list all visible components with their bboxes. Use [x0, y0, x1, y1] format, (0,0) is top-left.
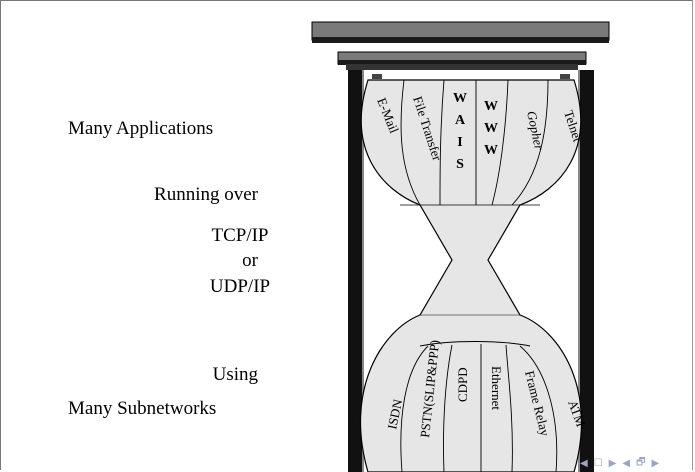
app-label-www: W W W [484, 99, 498, 158]
app-label-wais: W A I S [453, 91, 467, 172]
slide-navigation: ◀ ☐ ▶ ◀ 🗗 ▶ [580, 455, 695, 472]
label-or: or [242, 250, 258, 271]
post-left-outer [348, 70, 362, 472]
upper-divider-1 [400, 79, 421, 206]
cap-peg-right [560, 74, 570, 79]
svg-text:W: W [484, 121, 498, 136]
svg-text:W: W [484, 99, 498, 114]
cap-peg-left [372, 74, 382, 79]
nav-next-icon[interactable]: ▶ [608, 458, 617, 469]
net-label-ethernet: Ethernet [489, 366, 504, 410]
nav-next-section-icon[interactable]: ▶ [651, 458, 660, 469]
lower-sand-top [419, 341, 531, 347]
upper-divider-2 [439, 79, 445, 206]
nav-section-icon[interactable]: 🗗 [636, 457, 646, 468]
label-many-applications: Many Applications [68, 118, 214, 139]
net-label-cdpd: CDPD [455, 367, 470, 402]
svg-text:I: I [457, 135, 462, 150]
cap-connector [346, 64, 578, 70]
lower-divider-4 [505, 344, 513, 472]
nav-prev-section-icon[interactable]: ◀ [622, 458, 631, 469]
upper-divider-5 [511, 79, 549, 206]
lower-divider-1 [400, 345, 429, 472]
svg-text:A: A [455, 113, 466, 128]
lower-divider-2 [443, 344, 453, 472]
label-tcp-ip: TCP/IP [211, 225, 269, 246]
label-udp-ip: UDP/IP [209, 276, 271, 297]
svg-text:W: W [453, 91, 467, 106]
label-using: Using [212, 364, 258, 385]
svg-text:W: W [484, 143, 498, 158]
label-many-subnetworks: Many Subnetworks [68, 398, 217, 419]
post-right-outer [580, 70, 594, 472]
post-left-highlight [362, 70, 364, 472]
net-label-isdn: ISDN [384, 397, 405, 430]
nav-prev-icon[interactable]: ◀ [580, 458, 588, 469]
lower-divider-5 [519, 345, 558, 472]
post-right-highlight [578, 70, 580, 472]
upper-divider-4 [491, 79, 509, 206]
nav-frame-icon[interactable]: ☐ [593, 458, 603, 469]
top-cap-upper-shadow [312, 37, 609, 43]
label-running-over: Running over [154, 184, 258, 205]
svg-text:S: S [456, 157, 464, 172]
top-cap-lower-shadow [338, 60, 586, 65]
